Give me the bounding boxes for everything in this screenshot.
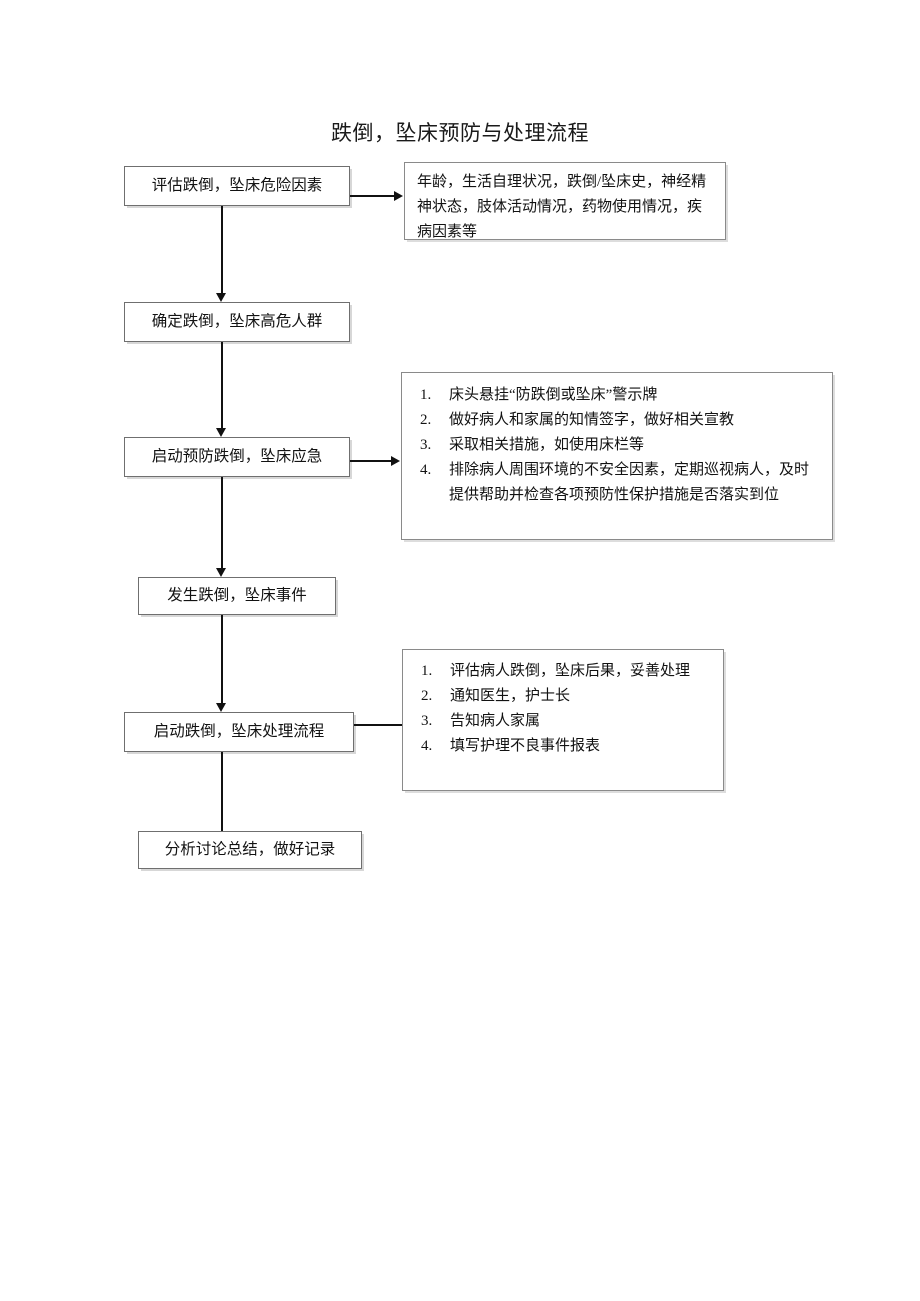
list-item: 床头悬挂“防跌倒或坠床”警示牌 [420,383,658,408]
callout-risk-factors: 年龄，生活自理状况，跌倒/坠床史，神经精神状态，肢体活动情况，药物使用情况，疾病… [404,162,726,240]
arrow-down-icon [216,703,226,712]
prevention-measures-list: 床头悬挂“防跌倒或坠床”警示牌 做好病人和家属的知情签字，做好相关宣教 采取相关… [414,383,820,508]
flow-node-start-handling[interactable]: 启动跌倒，坠床处理流程 [124,712,354,752]
flow-node-label: 启动跌倒，坠床处理流程 [153,723,325,740]
connector-assess-to-identify [221,206,223,293]
connector-identify-to-prevention [221,342,223,428]
list-item: 填写护理不良事件报表 [421,734,601,759]
list-item: 通知医生，护士长 [421,684,571,709]
flow-node-label: 分析讨论总结，做好记录 [164,841,336,858]
connector-prevention-to-event [221,477,223,568]
flow-node-analyze-record[interactable]: 分析讨论总结，做好记录 [138,831,362,869]
connector-handling-to-steps [354,724,402,726]
flow-node-label: 评估跌倒，坠床危险因素 [151,177,323,194]
page-title: 跌倒，坠床预防与处理流程 [331,121,589,145]
connector-handling-to-analyze [221,752,223,831]
handling-steps-list: 评估病人跌倒，坠床后果，妥善处理 通知医生，护士长 告知病人家属 填写护理不良事… [415,659,711,759]
arrow-down-icon [216,428,226,437]
arrow-down-icon [216,568,226,577]
flow-node-label: 发生跌倒，坠床事件 [167,587,307,604]
list-item: 采取相关措施，如使用床栏等 [420,433,645,458]
flow-node-label: 启动预防跌倒，坠床应急 [151,448,323,465]
connector-prevention-to-measures [350,460,392,462]
flow-node-assess-risk[interactable]: 评估跌倒，坠床危险因素 [124,166,350,206]
flow-node-event-occurs[interactable]: 发生跌倒，坠床事件 [138,577,336,615]
connector-assess-to-risk-factors [350,195,395,197]
arrow-right-icon [391,455,400,466]
connector-event-to-handling [221,615,223,703]
callout-risk-factors-text: 年龄，生活自理状况，跌倒/坠床史，神经精神状态，肢体活动情况，药物使用情况，疾病… [417,174,707,240]
list-item: 告知病人家属 [421,709,541,734]
list-item: 做好病人和家属的知情签字，做好相关宣教 [420,408,735,433]
flow-node-label: 确定跌倒，坠床高危人群 [151,313,323,330]
flow-node-identify-high-risk[interactable]: 确定跌倒，坠床高危人群 [124,302,350,342]
list-item: 排除病人周围环境的不安全因素，定期巡视病人，及时提供帮助并检查各项预防性保护措施… [420,458,810,503]
flow-node-start-prevention[interactable]: 启动预防跌倒，坠床应急 [124,437,350,477]
list-item: 评估病人跌倒，坠床后果，妥善处理 [421,659,691,684]
callout-handling-steps: 评估病人跌倒，坠床后果，妥善处理 通知医生，护士长 告知病人家属 填写护理不良事… [402,649,724,791]
arrow-right-icon [394,190,403,201]
arrow-down-icon [216,293,226,302]
callout-prevention-measures: 床头悬挂“防跌倒或坠床”警示牌 做好病人和家属的知情签字，做好相关宣教 采取相关… [401,372,833,540]
